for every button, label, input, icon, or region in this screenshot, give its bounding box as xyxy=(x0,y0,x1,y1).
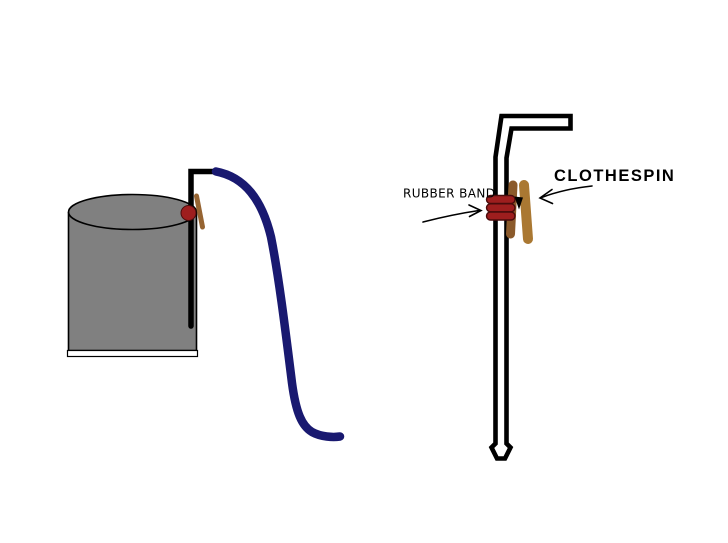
clothespin-label: CLOTHESPIN xyxy=(554,167,675,185)
rubber-band-wraps xyxy=(485,194,516,221)
annotations: RUBBER BAND CLOTHESPIN xyxy=(403,167,675,223)
rubber-band-arrow xyxy=(422,204,483,223)
rubber-band-arrow-head xyxy=(468,204,483,218)
mini-clothespin-stick xyxy=(194,193,205,230)
bucket-apparatus xyxy=(66,167,345,442)
bucket-body xyxy=(67,212,198,352)
clothespin-right-jaw xyxy=(519,180,533,244)
rubber-band-label: RUBBER BAND xyxy=(403,187,495,201)
clothespin-spring-pivot xyxy=(514,196,523,210)
rubber-band-arrow-shaft xyxy=(422,209,480,223)
stand-tube-apparatus xyxy=(485,113,573,461)
clothespin-arrow xyxy=(538,185,593,205)
bucket-base xyxy=(66,349,199,358)
mini-rubber-band xyxy=(180,205,197,221)
rubber-band-loop xyxy=(485,203,516,213)
dowel-rod xyxy=(188,168,220,329)
bucket-rim-ellipse xyxy=(67,193,198,231)
clothespin-arrow-shaft xyxy=(540,185,593,199)
stand-tube xyxy=(488,113,573,461)
siphon-hose xyxy=(211,167,345,442)
clothespin-arrow-head xyxy=(538,188,554,205)
rubber-band-loop xyxy=(485,211,516,221)
